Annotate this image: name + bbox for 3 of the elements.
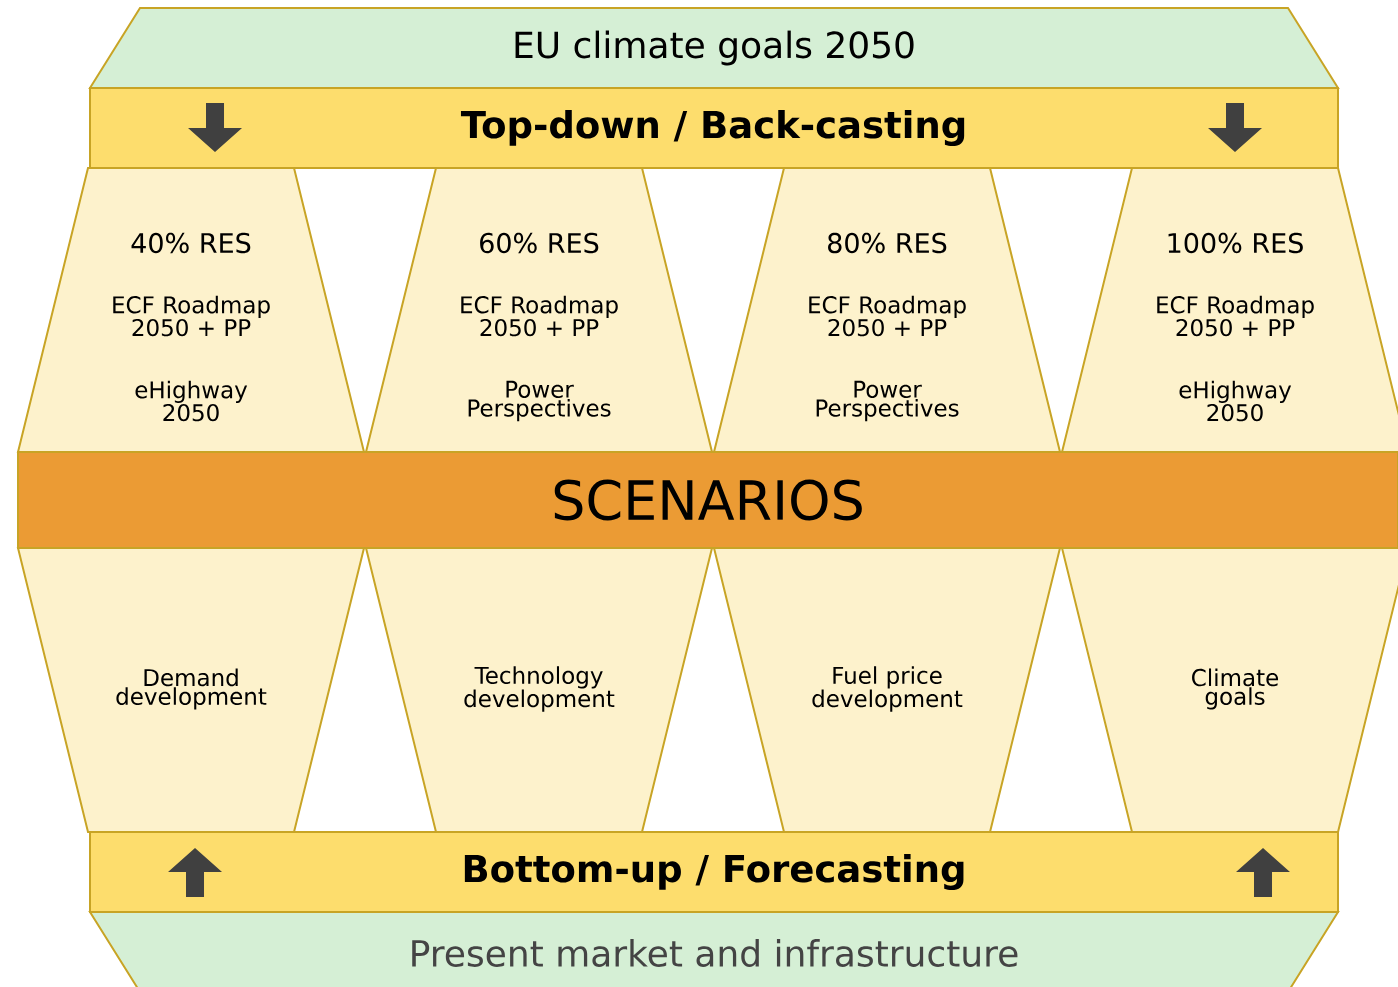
approach-band: Bottom-up / Forecasting <box>89 831 1339 913</box>
scenarios-band: SCENARIOS <box>17 451 1398 549</box>
approach-band: Top-down / Back-casting <box>89 87 1339 169</box>
